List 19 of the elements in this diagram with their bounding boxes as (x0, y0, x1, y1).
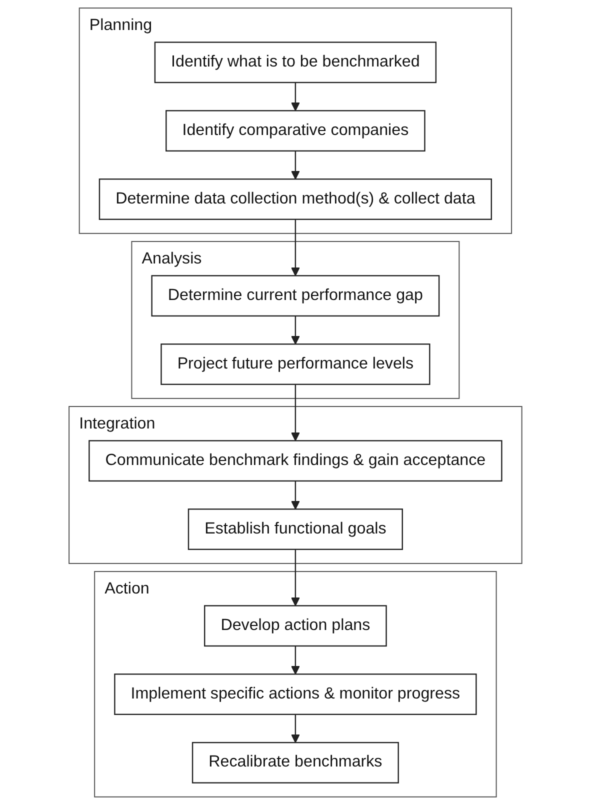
node-box: Develop action plans (204, 605, 387, 647)
arrow (291, 480, 300, 510)
arrow (291, 150, 300, 180)
node-box: Communicate benchmark findings & gain acceptance (88, 440, 502, 482)
node-box: Determine data collection method(s) & collect data (98, 178, 492, 220)
node-box: Determine current performance gap (151, 275, 440, 317)
arrow (291, 549, 300, 606)
node-box: Identify comparative companies (166, 110, 426, 152)
node-box: Implement specific actions & monitor progress (114, 674, 477, 716)
arrow (291, 219, 300, 276)
node-box: Recalibrate benchmarks (192, 742, 399, 784)
arrow (291, 82, 300, 112)
node-box: Identify what is to be benchmarked (154, 42, 437, 84)
arrow (291, 316, 300, 345)
node-box: Project future performance levels (160, 344, 430, 385)
arrow (291, 714, 300, 743)
arrow (291, 384, 300, 442)
node-box: Establish functional goals (188, 508, 404, 550)
arrow (291, 646, 300, 675)
